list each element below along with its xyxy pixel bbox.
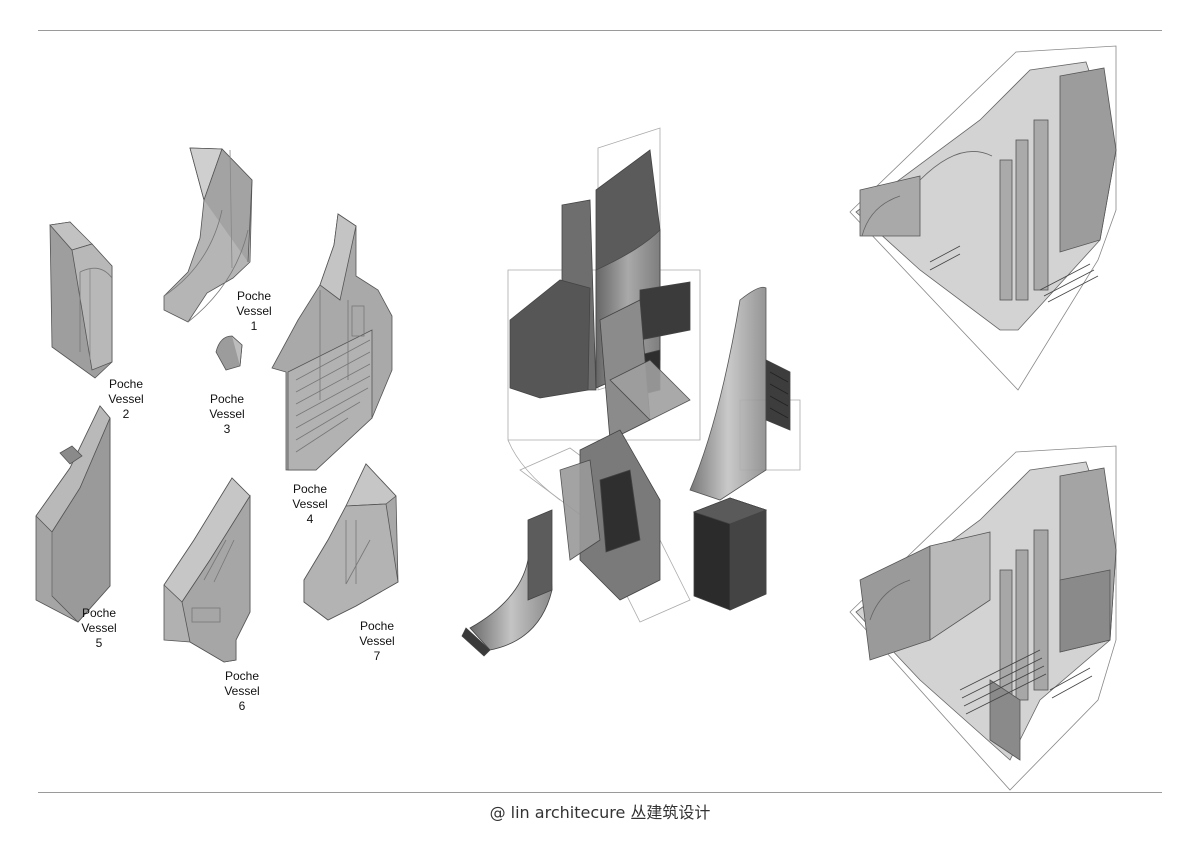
vessel-7-shape — [303, 463, 399, 621]
vessel-2-shape — [49, 221, 113, 379]
vessel-3-shape — [215, 335, 243, 371]
vessel-4-shape — [271, 213, 393, 471]
vessel-5-shape — [35, 405, 111, 623]
assembled-view-top — [849, 45, 1117, 391]
top-rule — [38, 30, 1162, 31]
vessel-6-shape — [163, 477, 251, 663]
vessel-1-shape — [163, 147, 253, 323]
assembled-view-bottom — [849, 445, 1117, 791]
bottom-rule — [38, 792, 1162, 793]
exploded-assembly — [461, 127, 801, 657]
footer-credit: @ lin architecure 丛建筑设计 — [489, 803, 711, 822]
